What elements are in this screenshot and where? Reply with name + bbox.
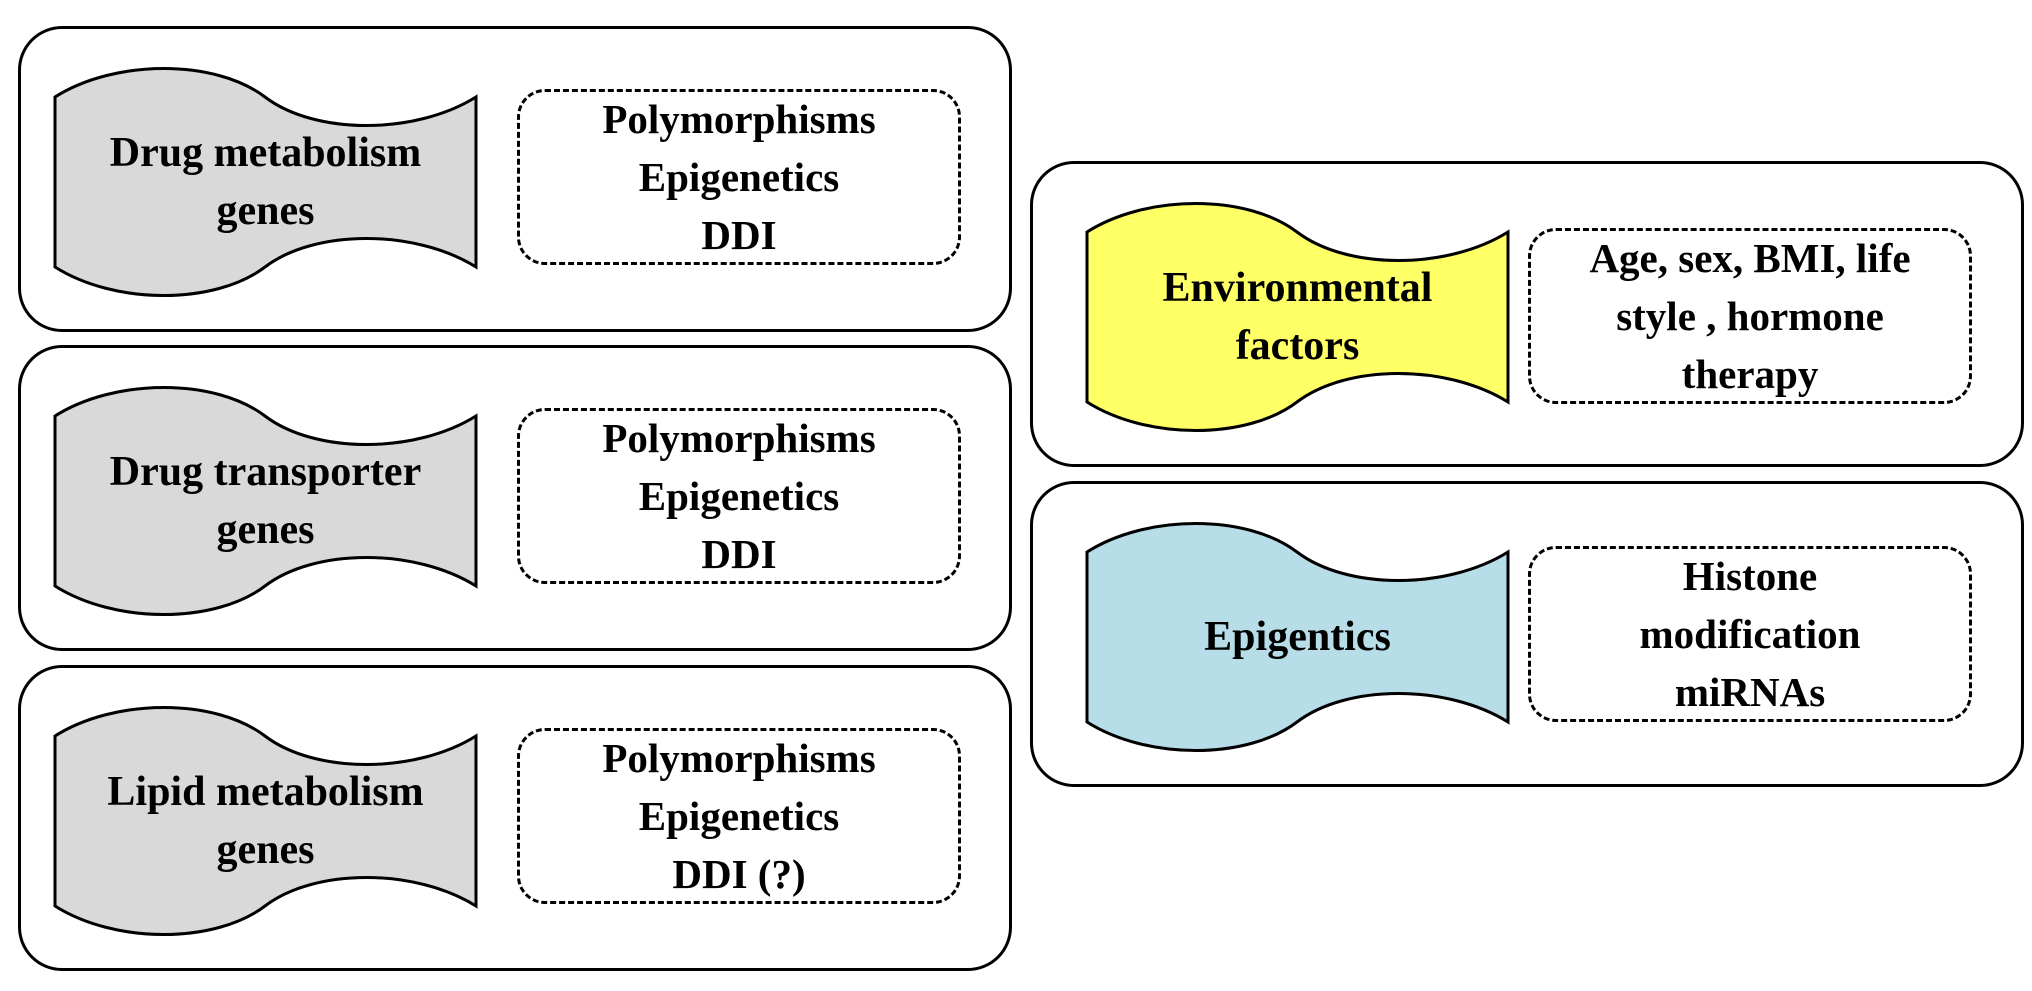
panel-epigenetics: Epigentics Histone modification miRNAs [1030,481,2024,787]
banner-shape [53,67,478,297]
drug-metabolism-details: Polymorphisms Epigenetics DDI [517,89,961,265]
detail-item: DDI [701,212,777,258]
environmental-factors-title: Environmental factors [1162,265,1433,369]
environmental-factors-details: Age, sex, BMI, life style , hormone ther… [1528,228,1972,404]
detail-item: Histone [1682,553,1818,599]
drug-transporter-title: Drug transporter genes [109,449,422,553]
detail-item: Polymorphisms [602,735,876,781]
detail-item: Epigenetics [638,154,840,200]
drug-metabolism-banner: Drug metabolism genes [53,67,478,297]
panel-environmental-factors: Environmental factors Age, sex, BMI, lif… [1030,161,2024,467]
panel-drug-transporter: Drug transporter genes Polymorphisms Epi… [18,345,1012,651]
detail-item: Polymorphisms [602,415,876,461]
detail-item: style , hormone [1616,293,1884,339]
detail-item: DDI [701,531,777,577]
environmental-factors-banner: Environmental factors [1085,202,1510,432]
panel-drug-metabolism: Drug metabolism genes Polymorphisms Epig… [18,26,1012,332]
drug-transporter-details: Polymorphisms Epigenetics DDI [517,408,961,584]
drug-metabolism-title: Drug metabolism genes [109,130,422,234]
panel-lipid-metabolism: Lipid metabolism genes Polymorphisms Epi… [18,665,1012,971]
banner-shape [1085,202,1510,432]
detail-item: Polymorphisms [602,96,876,142]
detail-item: Epigenetics [638,473,840,519]
detail-item: DDI (?) [672,851,806,897]
detail-item: miRNAs [1674,669,1826,715]
epigenetics-banner: Epigentics [1085,522,1510,752]
banner-shape [53,386,478,616]
detail-item: Age, sex, BMI, life [1589,235,1911,281]
drug-transporter-banner: Drug transporter genes [53,386,478,616]
banner-shape [1085,522,1510,752]
detail-item: modification [1639,611,1861,657]
epigenetics-title: Epigentics [1204,614,1391,660]
lipid-metabolism-banner: Lipid metabolism genes [53,706,478,936]
detail-item: Epigenetics [638,793,840,839]
epigenetics-details: Histone modification miRNAs [1528,546,1972,722]
lipid-metabolism-details: Polymorphisms Epigenetics DDI (?) [517,728,961,904]
banner-shape [53,706,478,936]
lipid-metabolism-title: Lipid metabolism genes [107,769,424,873]
detail-item: therapy [1681,351,1819,397]
